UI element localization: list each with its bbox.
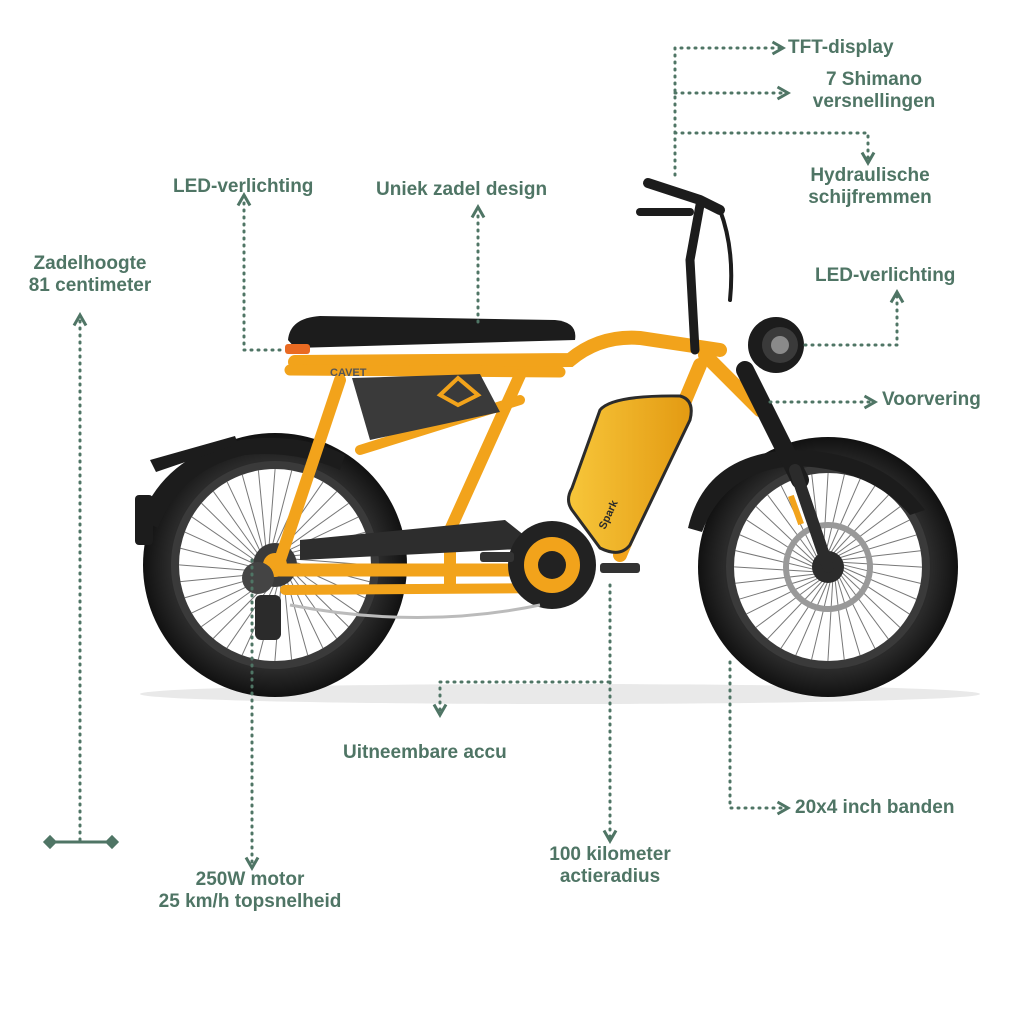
wheel-spoke xyxy=(735,573,816,584)
wheel-spoke xyxy=(226,582,273,649)
seat-height-line2: 81 centimeter xyxy=(28,275,152,296)
wheel-spoke xyxy=(201,502,259,560)
battery: Spark xyxy=(567,394,693,554)
brakes-line1: Hydraulische xyxy=(810,165,930,186)
wheel-spoke xyxy=(767,494,817,561)
front-fork xyxy=(736,361,834,573)
wheel-spoke xyxy=(746,577,820,615)
callout-removable-battery: Uitneembare accu xyxy=(343,742,507,764)
wheel-spoke xyxy=(212,491,260,557)
wheel-spoke xyxy=(832,494,889,555)
wheel-spoke xyxy=(257,470,267,550)
wheel-spoke xyxy=(184,531,258,566)
led-rear-label: LED-verlichting xyxy=(173,176,314,197)
wheel-spoke xyxy=(180,547,258,569)
wheel-spoke xyxy=(739,575,818,600)
wheel-spoke xyxy=(834,579,845,660)
range-line1: 100 kilometer xyxy=(549,844,671,865)
wheel-spoke xyxy=(767,579,824,640)
wheel-spoke xyxy=(241,474,264,552)
motor-line1: 250W motor xyxy=(195,869,305,890)
annotation-lines xyxy=(72,40,905,872)
headlight xyxy=(748,317,804,373)
callout-led-front: LED-verlichting xyxy=(815,265,955,287)
callout-shimano-gears: 7 Shimano versnellingen xyxy=(800,69,948,113)
wheel-spoke xyxy=(268,468,276,549)
drivetrain xyxy=(289,520,640,619)
wheel-spoke xyxy=(840,571,901,628)
wheel-spoke xyxy=(746,519,815,565)
callout-hydraulic-brakes: Hydraulische schijfremmen xyxy=(790,165,950,209)
wheel-spoke xyxy=(827,580,834,662)
brakes-line2: schijfremmen xyxy=(808,187,932,208)
wheel-spoke xyxy=(839,573,889,640)
motor-line2: 25 km/h topsnelheid xyxy=(158,891,342,912)
wheel-spoke xyxy=(755,578,822,628)
wheel-spoke xyxy=(226,481,262,554)
wheel-spoke xyxy=(841,561,923,568)
callout-led-rear: LED-verlichting xyxy=(173,176,313,198)
wheel-spoke xyxy=(755,506,816,563)
wheel-spoke xyxy=(286,516,359,552)
wheel-spoke xyxy=(836,577,861,656)
callout-tires: 20x4 inch banden xyxy=(795,797,954,819)
wheel-spoke xyxy=(780,580,826,649)
tft-display-label: TFT-display xyxy=(788,37,894,58)
wheel-spoke xyxy=(827,478,861,554)
callout-tft-display: TFT-display xyxy=(788,37,894,59)
handlebar xyxy=(636,178,734,302)
callout-front-suspension: Voorvering xyxy=(882,389,981,411)
wheel-spoke xyxy=(735,550,815,570)
range-line2: actieradius xyxy=(559,866,661,887)
wheel-spoke xyxy=(838,534,917,559)
wheel-spoke xyxy=(795,580,829,656)
wheel-spoke xyxy=(836,519,910,557)
frame-bag: CAVET xyxy=(330,367,500,440)
wheel-spoke xyxy=(841,564,921,584)
front-fender xyxy=(688,450,925,532)
seat-height-line1: Zadelhoogte xyxy=(33,253,147,274)
seat xyxy=(285,316,576,354)
wheel-spoke xyxy=(291,570,349,628)
callout-range: 100 kilometer actieradius xyxy=(530,844,690,888)
wheel-spoke xyxy=(290,573,338,639)
wheel-spoke xyxy=(841,566,917,600)
callout-seat-height: Zadelhoogte 81 centimeter xyxy=(10,253,170,297)
wheel-spoke xyxy=(825,474,845,554)
tires-label: 20x4 inch banden xyxy=(795,797,955,818)
wheel-spoke xyxy=(838,575,876,649)
saddle-label: Uniek zadel design xyxy=(376,179,548,200)
wheel-spoke xyxy=(840,550,921,561)
battery-callout-label: Uitneembare accu xyxy=(343,742,507,763)
callout-saddle-design: Uniek zadel design xyxy=(376,179,547,201)
wheel-spoke xyxy=(739,534,815,568)
bag-label: CAVET xyxy=(330,367,367,379)
wheel-spoke xyxy=(733,566,815,573)
suspension-label: Voorvering xyxy=(882,389,981,410)
rear-wheel xyxy=(143,433,407,697)
wheel-spoke xyxy=(841,569,910,615)
led-front-label: LED-verlichting xyxy=(815,265,956,286)
wheel-spoke xyxy=(283,502,349,550)
wheel-spoke xyxy=(271,470,293,548)
wheel-spoke xyxy=(830,485,876,554)
wheel-spoke xyxy=(191,516,258,563)
wheel-spoke xyxy=(834,506,901,556)
shimano-line2: versnellingen xyxy=(812,91,936,112)
seat-height-baseline xyxy=(42,834,120,850)
ground-shadow xyxy=(140,684,980,704)
callout-motor: 250W motor 25 km/h topsnelheid xyxy=(130,869,370,913)
shimano-line1: 7 Shimano xyxy=(825,69,923,90)
rear-fender xyxy=(140,437,345,528)
wheel-spoke xyxy=(811,580,831,660)
